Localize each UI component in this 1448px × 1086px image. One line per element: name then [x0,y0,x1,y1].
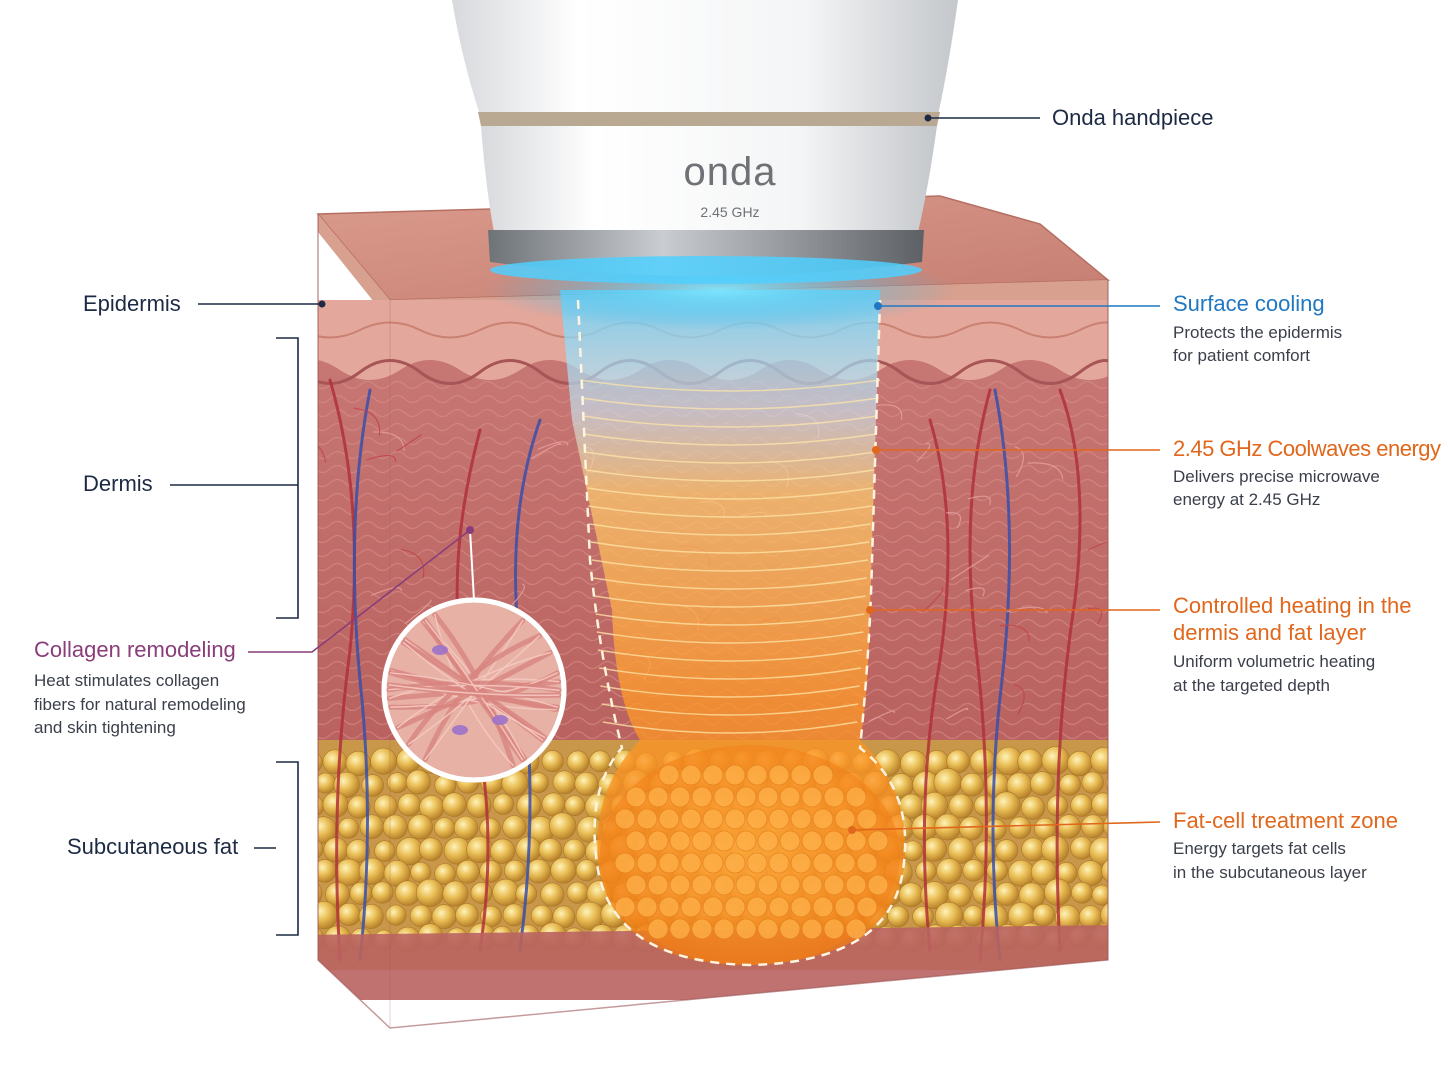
heating-title-line-2: dermis and fat layer [1173,620,1367,645]
cooling-desc-line-2: for patient comfort [1173,346,1311,365]
device-brand: onda [683,150,777,194]
energy-title: 2.45 GHz Coolwaves energy [1173,436,1441,461]
collagen-magnifier [381,529,567,783]
fat-zone-desc-line-2: in the subcutaneous layer [1173,863,1367,882]
onda-handpiece-illustration [452,0,958,284]
epidermis-label: Epidermis [83,291,181,316]
handpiece-label: Onda handpiece [1052,105,1214,130]
collagen-desc-line-2: fibers for natural remodeling [34,695,246,714]
collagen-desc-line-1: Heat stimulates collagen [34,671,220,690]
heating-title-line-1: Controlled heating in the [1173,593,1412,618]
fat-zone-title: Fat-cell treatment zone [1173,808,1398,833]
subcutaneous-fat-label: Subcutaneous fat [67,834,239,859]
energy-wave-arcs [579,379,881,734]
treated-fat-cells [614,764,889,940]
heating-desc-line-1: Uniform volumetric heating [1173,652,1376,671]
fat-zone-desc-line-1: Energy targets fat cells [1173,839,1346,858]
collagen-title: Collagen remodeling [34,637,236,662]
device-frequency: 2.45 GHz [700,204,760,220]
leader-lines [170,114,1161,936]
cooling-desc-line-1: Protects the epidermis [1173,323,1343,342]
energy-desc-line-1: Delivers precise microwave [1173,467,1380,486]
energy-desc-line-2: energy at 2.45 GHz [1173,490,1321,509]
treatment-zone-outline [576,299,907,967]
heating-desc-line-2: at the targeted depth [1173,676,1330,695]
dermis-label: Dermis [83,471,153,496]
collagen-desc-line-3: and skin tightening [34,718,176,737]
cooling-title: Surface cooling [1173,291,1325,316]
